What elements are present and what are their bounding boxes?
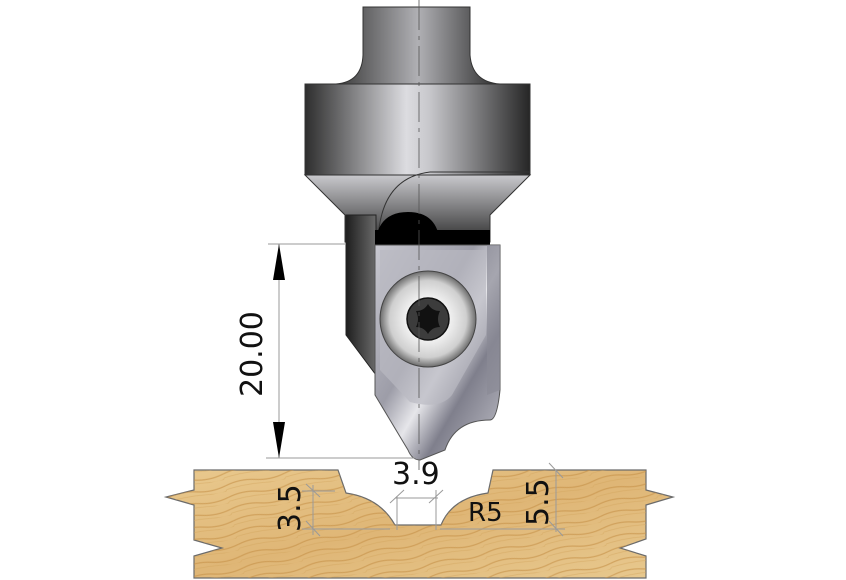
dim-height-label: 20.00 bbox=[235, 311, 270, 397]
arrow-down-icon bbox=[273, 422, 285, 458]
dim-right-depth-label: 5.5 bbox=[521, 478, 556, 526]
arrow-up-icon bbox=[273, 244, 285, 280]
tool-shank bbox=[335, 6, 501, 85]
wood-board bbox=[163, 469, 676, 579]
arrowheads bbox=[273, 244, 285, 458]
holder-side bbox=[345, 214, 377, 377]
dim-radius-label: R5 bbox=[468, 498, 503, 528]
dim-left-depth-label: 3.5 bbox=[273, 484, 308, 532]
torx-star-icon bbox=[416, 304, 440, 334]
torx-screw bbox=[379, 270, 477, 368]
dim-bottom-width-label: 3.9 bbox=[392, 457, 440, 492]
